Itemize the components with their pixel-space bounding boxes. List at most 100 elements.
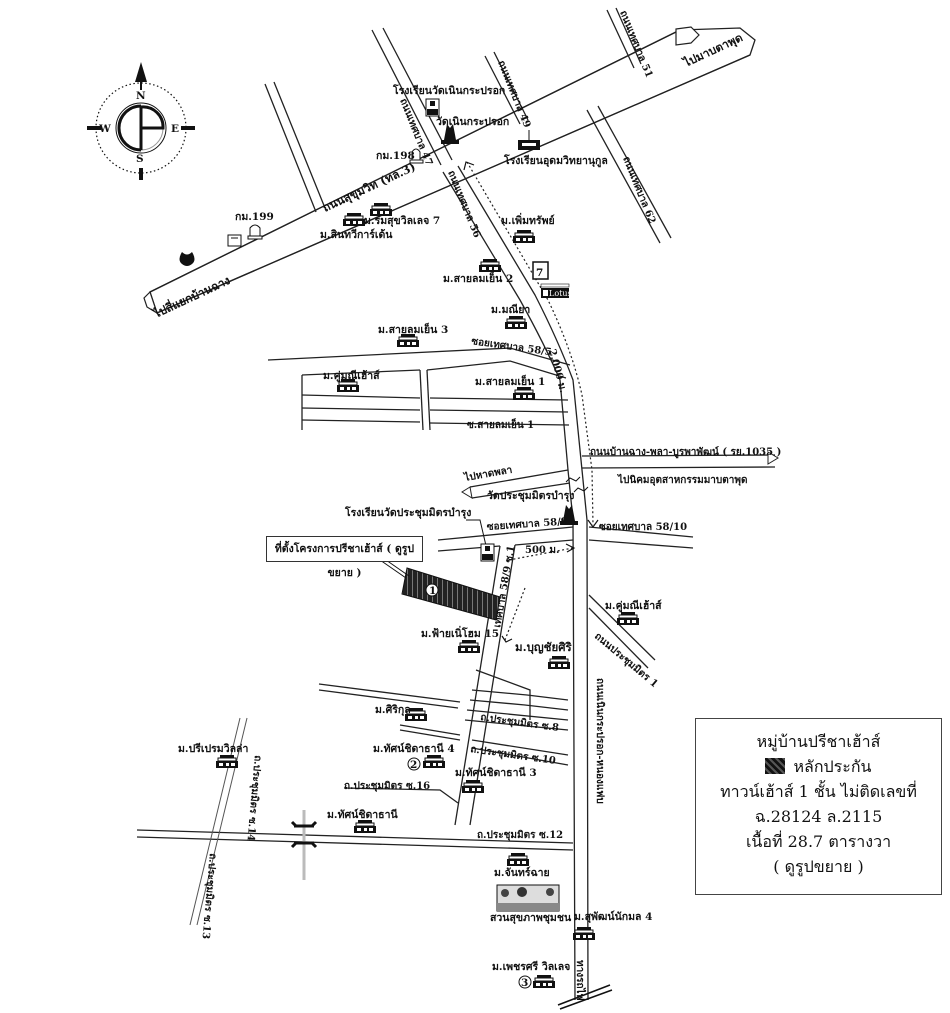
marker-3 (518, 975, 532, 989)
road-sukhumvit (143, 26, 756, 315)
legend-line4: ฉ.28124 ล.2115 (754, 807, 883, 826)
road-label-railway: ทางรถไฟ (574, 960, 587, 1001)
label-km198: กม.198 (376, 150, 415, 162)
school-prachum-icon (480, 543, 495, 562)
compass-n: N (136, 90, 146, 102)
road-prachum-mit-soi (318, 669, 569, 804)
house-icon (422, 754, 446, 769)
road-label-to-industrial: ไปนิคมอุตสาหกรรมมาบตาพุด (617, 473, 747, 486)
road-label-prachum-mit-8: ถ.ประชุมมิตร ซ.8 (480, 711, 560, 734)
km198-marker-icon (409, 148, 424, 164)
km199-marker-icon (247, 224, 263, 240)
compass-e: E (171, 123, 179, 135)
house-icon (616, 611, 640, 626)
label-park: สวนสุขภาพชุมชน (490, 912, 572, 925)
lotus-store-icon: Lotus (540, 283, 572, 298)
house-icon (512, 386, 536, 401)
house-icon (353, 819, 377, 834)
house-icon (461, 779, 485, 794)
label-ku-mani-house-2: ม.คู่มณีเฮ้าส์ (605, 599, 662, 613)
railway (557, 984, 613, 1010)
label-ku-mani-house: ม.คู่มณีเฮ้าส์ (323, 369, 380, 383)
road-prachum-mit-1 (588, 594, 656, 669)
wat-icon (441, 124, 459, 144)
house-icon (506, 852, 530, 867)
side-roads-north (264, 7, 642, 213)
road-soi-58-9 (437, 526, 694, 826)
bridge-icon (290, 820, 318, 849)
road-label-prachum-mit-13: ถ.ประชุมมิตร ซ.13 (200, 853, 219, 940)
label-sai-lom-yen-2: ม.สายลมเย็น 2 (443, 271, 513, 285)
label-sai-lom-yen-1: ม.สายลมเย็น 1 (475, 374, 545, 388)
marker-2-label: 2 (410, 759, 417, 771)
project-location-callout: ที่ตั้งโครงการปรีชาเฮ้าส์ ( ดูรูปขยาย ) (266, 536, 423, 579)
road-thetsaban-56 (442, 161, 599, 1001)
post-office-icon (227, 234, 242, 247)
arrow-to-ban-chang-icon (143, 290, 159, 315)
house-icon (478, 258, 502, 273)
legend-line3: ทาวน์เฮ้าส์ 1 ชั้น ไม่ติดเลขที่ (720, 782, 917, 801)
label-thatsanee-4: ม.ทัศน์ชิดาธานี 4 (373, 742, 455, 755)
label-sai-lom-yen-3: ม.สายลมเย็น 3 (378, 322, 448, 336)
label-rom-suk-7: ม.ร่มสุขวิลเลจ 7 (364, 215, 440, 228)
road-label-soi-58-10: ซอยเทศบาล 58/10 (599, 522, 687, 533)
road-label-ban-chang-phala: ถนนบ้านฉาง-พลา-บูรพาพัฒน์ ( รย.1035 ) (590, 446, 781, 459)
label-thatsanee: ม.ทัศน์ชิดาธานี (327, 808, 398, 821)
school-icon (425, 98, 440, 117)
label-school-prachum: โรงเรียนวัดประชุมมิตรบำรุง (344, 506, 471, 520)
house-icon (504, 315, 528, 330)
legend-title: หมู่บ้านปรีชาเฮ้าส์ (756, 732, 881, 751)
north-arrow-icon (135, 62, 147, 82)
compass-s: S (136, 153, 144, 165)
distance-2000: 2,000 ม. (546, 348, 568, 394)
label-supattana-4: ม.สุพัฒน์นักมล 4 (574, 910, 652, 924)
distance-500: 500 ม. (525, 545, 559, 556)
label-wat-noen-krapok: วัดเนินกระปรอก (436, 116, 509, 128)
collateral-swatch-icon (765, 758, 786, 774)
label-sirikul: ม.ศิริกุล (375, 704, 411, 717)
legend-line5: เนื้อที่ 28.7 ตารางวา (745, 832, 892, 851)
road-label-sai-lom-yen-1: ซ.สายลมเย็น 1 (467, 417, 534, 431)
road-label-main-south: ถนนเนินกระปรอก-หนองแฟบ (594, 678, 606, 804)
wat-prachum-icon (560, 505, 578, 525)
marker-3-label: 3 (521, 977, 528, 989)
legend-box: หมู่บ้านปรีชาเฮ้าส์ หลักประกัน ทาวน์เฮ้า… (695, 718, 942, 895)
label-boonchai-siri: ม.บุญชัยศิริ (515, 640, 573, 655)
road-ban-chang-phala (461, 451, 779, 499)
legend-collateral: หลักประกัน (793, 757, 872, 776)
road-label-prachum-mit-16: ถ.ประชุมมิตร ซ.16 (344, 780, 430, 792)
compass-rose: N S E W (87, 62, 195, 180)
label-maneeya: ม.มณียา (491, 303, 530, 316)
svg-text:7: 7 (536, 267, 543, 279)
road-label-soi-58-9-1: เทศบาล 58/9 ซ.1 (492, 545, 517, 629)
label-km199: กม.199 (235, 211, 274, 223)
road-label-soi-58-5: ซอยเทศบาล 58/5 (471, 336, 553, 358)
house-icon (572, 926, 596, 941)
legend-line6: ( ดูรูปขยาย ) (773, 857, 864, 876)
label-phetsri-village: ม.เพชรศรี วิลเลจ (492, 960, 570, 973)
label-phoem-sap: ม.เพิ่มทรัพย์ (501, 212, 555, 227)
park-icon (496, 884, 560, 912)
house-icon (547, 655, 571, 670)
label-fai-home-15: ม.ฟ้ายเนิ่โฮม 15 (421, 625, 499, 640)
seven-eleven-icon: 7 (532, 261, 549, 280)
house-icon (215, 754, 239, 769)
arrow-to-map-ta-phut-icon (675, 26, 700, 46)
road-label-thetsaban-62: ถนนเทศบาล 62 (620, 155, 657, 226)
label-pri-prom-villa: ม.ปรีเปรมวิลล่า (178, 742, 248, 755)
label-chantra-chai: ม.จันทร์ฉาย (494, 866, 550, 879)
road-label-prachum-mit-12: ถ.ประชุมมิตร ซ.12 (477, 829, 563, 841)
house-icon (457, 639, 481, 654)
project-plot[interactable] (401, 567, 501, 621)
marker-1 (425, 583, 439, 597)
road-prachum-mit-12 (136, 717, 574, 926)
house-icon (512, 229, 536, 244)
road-label-prachum-mit-14: ถ.ประชุมมิตร ซ.14 (245, 755, 264, 842)
marker-2 (407, 757, 421, 771)
label-school-udom: โรงเรียนอุดมวิทยานุกูล (503, 154, 608, 168)
house-icon (532, 974, 556, 989)
temple-icon (179, 252, 195, 266)
label-thatsanee-3: ม.ทัศน์ชิดาธานี 3 (455, 766, 537, 779)
school-udom-icon (518, 130, 540, 150)
